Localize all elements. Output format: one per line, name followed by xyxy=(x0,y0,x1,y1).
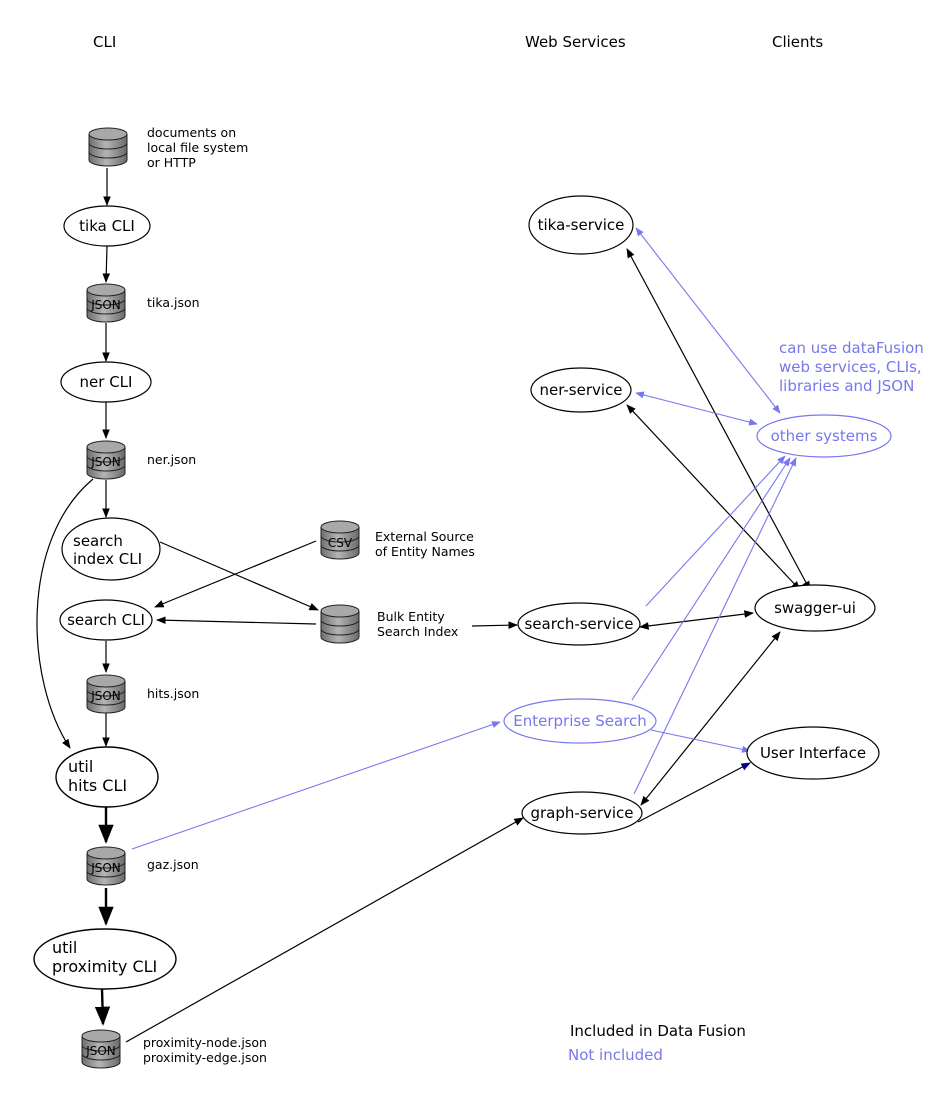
util-proximity-cli-label-line-2: proximity CLI xyxy=(52,957,157,976)
proximity-json-label-line-2: proximity-edge.json xyxy=(143,1050,267,1065)
tika-json-label: tika.json xyxy=(147,295,200,310)
util-proximity-cli-label-line-1: util xyxy=(52,938,77,957)
json-badge: JSON xyxy=(85,1044,116,1058)
node-util-proximity-cli: util proximity CLI xyxy=(33,928,177,990)
documents-label-line-3: or HTTP xyxy=(147,155,196,170)
datastore-external-csv: CSV External Source of Entity Names xyxy=(320,520,475,560)
ner-service-label: ner-service xyxy=(539,381,622,399)
datastore-hits-json: JSON hits.json xyxy=(86,674,199,714)
util-hits-cli-label-line-2: hits CLI xyxy=(68,776,127,795)
tika-cli-label: tika CLI xyxy=(79,217,135,235)
database-icon xyxy=(320,604,360,644)
tika-service-label: tika-service xyxy=(538,216,625,234)
legend-not-included: Not included xyxy=(568,1046,663,1064)
json-badge: JSON xyxy=(90,455,121,469)
edge-csv-to-search-cli xyxy=(154,540,317,608)
documents-label-line-1: documents on xyxy=(147,125,236,140)
proximity-json-label-line-1: proximity-node.json xyxy=(143,1035,267,1050)
node-tika-cli: tika CLI xyxy=(63,205,151,247)
edge-bulk-index-to-search-service xyxy=(471,621,518,630)
documents-label-line-2: local file system xyxy=(147,140,248,155)
search-index-cli-label-line-1: search xyxy=(73,532,123,550)
search-index-cli-label-line-2: index CLI xyxy=(73,550,142,568)
not-included-edges xyxy=(131,227,797,850)
datastore-proximity-json: JSON proximity-node.json proximity-edge.… xyxy=(81,1029,267,1069)
edge-enterprise-search-to-user-interface xyxy=(650,729,751,753)
database-icon xyxy=(88,127,128,167)
user-interface-label: User Interface xyxy=(760,744,866,762)
swagger-ui-label: swagger-ui xyxy=(774,599,856,617)
gaz-json-label: gaz.json xyxy=(147,857,199,872)
node-ner-service: ner-service xyxy=(530,367,632,413)
legend-included: Included in Data Fusion xyxy=(570,1022,746,1040)
node-search-cli: search CLI xyxy=(59,599,153,641)
bulk-index-label-line-1: Bulk Entity xyxy=(377,609,445,624)
edge-gaz-json-to-enterprise-search xyxy=(131,721,501,850)
datastore-bulk-index: Bulk Entity Search Index xyxy=(320,604,458,644)
json-badge: JSON xyxy=(90,298,121,312)
graph-service-label: graph-service xyxy=(530,804,633,822)
node-enterprise-search: Enterprise Search xyxy=(503,698,657,744)
edge-tika-service-other-systems xyxy=(635,227,781,414)
search-service-label: search-service xyxy=(525,615,634,633)
other-systems-annotation: can use dataFusion web services, CLIs, l… xyxy=(779,339,924,395)
edge-tika-cli-to-tika-json xyxy=(102,245,111,283)
edge-search-service-to-other-systems xyxy=(645,455,786,607)
edge-bulk-index-to-search-cli xyxy=(156,616,317,625)
edge-search-index-cli-to-bulk-index xyxy=(159,541,319,611)
other-systems-label: other systems xyxy=(771,427,878,445)
node-ner-cli: ner CLI xyxy=(60,361,152,403)
column-header-clients: Clients xyxy=(772,33,823,51)
node-other-systems: other systems xyxy=(756,414,892,458)
column-header-web-services: Web Services xyxy=(525,33,626,51)
node-util-hits-cli: util hits CLI xyxy=(55,746,159,808)
node-tika-service: tika-service xyxy=(528,195,634,255)
column-header-cli: CLI xyxy=(93,33,116,51)
json-badge: JSON xyxy=(90,689,121,703)
ner-json-label: ner.json xyxy=(147,452,196,467)
enterprise-search-label: Enterprise Search xyxy=(513,712,646,730)
ner-cli-label: ner CLI xyxy=(80,373,133,391)
hits-json-label: hits.json xyxy=(147,686,199,701)
bulk-index-label-line-2: Search Index xyxy=(377,624,458,639)
json-badge: JSON xyxy=(90,861,121,875)
annotation-line-3: libraries and JSON xyxy=(779,377,914,395)
edge-search-service-swagger-ui xyxy=(639,610,754,630)
annotation-line-1: can use dataFusion xyxy=(779,339,924,357)
edge-graph-service-swagger-ui xyxy=(640,631,781,806)
node-search-index-cli: search index CLI xyxy=(61,517,161,581)
edge-util-proximity-cli-to-proximity-json xyxy=(94,988,111,1026)
node-swagger-ui: swagger-ui xyxy=(754,584,876,632)
node-user-interface: User Interface xyxy=(746,726,880,780)
datastore-tika-json: JSON tika.json xyxy=(86,283,200,323)
edge-enterprise-search-to-other-systems xyxy=(631,457,791,701)
util-hits-cli-label-line-1: util xyxy=(68,757,93,776)
node-search-service: search-service xyxy=(517,602,641,646)
datastore-documents: documents on local file system or HTTP xyxy=(88,125,248,170)
csv-label-line-2: of Entity Names xyxy=(375,544,475,559)
csv-label-line-1: External Source xyxy=(375,529,474,544)
annotation-line-2: web services, CLIs, xyxy=(779,358,922,376)
legend: Included in Data Fusion Not included xyxy=(568,1022,746,1064)
edge-proximity-json-to-graph-service xyxy=(125,817,524,1043)
csv-badge: CSV xyxy=(328,536,353,550)
node-graph-service: graph-service xyxy=(521,791,643,835)
edge-ner-json-to-util-hits-cli xyxy=(36,478,94,749)
search-cli-label: search CLI xyxy=(67,611,145,629)
datastore-ner-json: JSON ner.json xyxy=(86,440,196,480)
datastore-gaz-json: JSON gaz.json xyxy=(86,846,199,886)
edge-graph-service-to-other-systems xyxy=(633,457,797,795)
edge-graph-service-to-user-interface xyxy=(637,762,751,823)
edge-ner-service-swagger-ui xyxy=(626,404,801,591)
edge-ner-service-other-systems xyxy=(635,391,758,426)
